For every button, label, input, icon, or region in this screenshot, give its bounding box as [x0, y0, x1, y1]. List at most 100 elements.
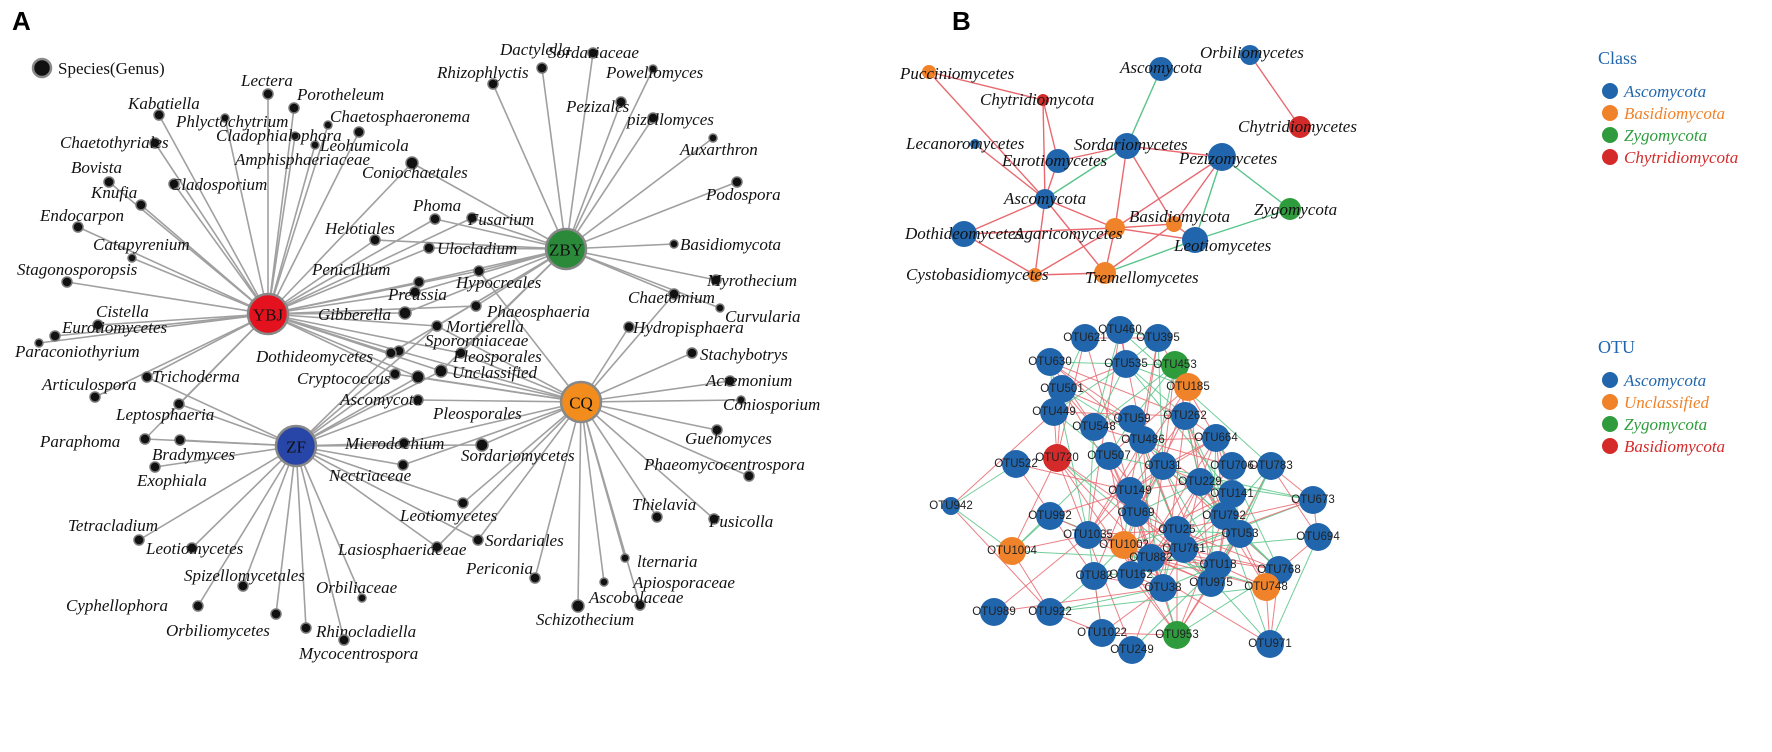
otu-node-otu882 — [1137, 544, 1165, 572]
species-node-podospora — [731, 176, 743, 188]
otu-edge-otu548-otu1035 — [1087, 426, 1095, 536]
edge-coniochaetales-zby — [411, 162, 567, 250]
class-node-sordariomycetes — [1114, 133, 1140, 159]
class-edge-lecanoromycetes-ascomycota2 — [974, 143, 1046, 200]
species-label-penicillium: Penicillium — [311, 260, 390, 279]
edge-cryptococcus-ybj — [267, 313, 396, 375]
species-label-acremonium: Acremonium — [705, 371, 792, 390]
species-node-schizothecium — [571, 599, 585, 613]
hub-label-zby: ZBY — [549, 241, 583, 260]
otu-label-otu82: OTU82 — [1075, 570, 1112, 582]
otu-label-otu522: OTU522 — [994, 458, 1037, 470]
otu-label-otu720: OTU720 — [1035, 452, 1078, 464]
legend-otu-marker-ascomycota — [1602, 372, 1618, 388]
species-label-paraconiothyrium: Paraconiothyrium — [14, 342, 140, 361]
species-label-porotheleum: Porotheleum — [296, 85, 384, 104]
otu-label-otu507: OTU507 — [1087, 450, 1130, 462]
otu-node-otu185 — [1174, 373, 1202, 401]
species-label-phlyctochytrium: Phlyctochytrium — [175, 112, 288, 131]
edge-kabatiella-ybj — [158, 114, 269, 315]
species-label-rhinocladiella: Rhinocladiella — [315, 622, 416, 641]
otu-node-otu953 — [1163, 621, 1191, 649]
edge-chaetothyriales-ybj — [154, 142, 269, 315]
class-node-tremellomycetes — [1094, 262, 1116, 284]
otu-edge-otu706-otu882 — [1150, 465, 1233, 559]
species-label-chaetosphaeronema: Chaetosphaeronema — [330, 107, 470, 126]
species-label-thielavia: Thielavia — [632, 495, 696, 514]
species-node-amphisphaeriaceae — [310, 140, 320, 150]
species-label-dactylella: Dactylella — [499, 40, 571, 59]
species-label-cistella: Cistella — [96, 302, 149, 321]
species-label-ascobolaceae: Ascobolaceae — [588, 588, 684, 607]
species-node-pezizales — [615, 96, 627, 108]
hub-node-cq — [559, 380, 603, 424]
otu-label-otu185: OTU185 — [1166, 381, 1209, 393]
species-label-ulocladium: Ulocladium — [437, 239, 517, 258]
species-node-catapyrenium — [127, 253, 137, 263]
species-node-mortierella — [431, 320, 443, 332]
edge-ascomycota-ybj — [267, 313, 419, 378]
otu-edge-otu449-otu942 — [950, 411, 1055, 507]
edge-orbiliomycetes-zf — [275, 445, 297, 615]
otu-label-otu706: OTU706 — [1210, 460, 1253, 472]
class-node-pezizomycetes — [1208, 143, 1236, 171]
edge-preussia-ybj — [267, 291, 416, 315]
species-node-cladophialophora — [290, 131, 300, 141]
edge-dothideomycetes-zf — [295, 352, 392, 447]
hub-label-zf: ZF — [286, 438, 306, 457]
edge-stagonosporopsis-ybj — [66, 281, 269, 315]
class-node-zygomycota — [1279, 198, 1301, 220]
otu-label-otu882: OTU882 — [1129, 552, 1172, 564]
species-label-mortierella: Mortierella — [445, 317, 524, 336]
species-node-auxarthron — [708, 133, 718, 143]
otu-label-otu262: OTU262 — [1163, 410, 1206, 422]
otu-node-otu694 — [1304, 523, 1332, 551]
species-node-microdochium — [398, 437, 410, 449]
otu-label-otu53: OTU53 — [1221, 528, 1258, 540]
otu-edge-otu1035-otu989 — [993, 534, 1089, 613]
edge-cyphellophora-zf — [197, 445, 297, 607]
species-label-sordariomycetes: Sordariomycetes — [461, 446, 575, 465]
otu-label-otu992: OTU992 — [1028, 510, 1071, 522]
edge-porotheleum-ybj — [267, 107, 295, 315]
edge-cladophialophora-ybj — [267, 135, 296, 315]
species-node-unclassified — [434, 364, 448, 378]
edge-apiosporaceae-cq — [580, 401, 605, 583]
species-label-unclassified: Unclassified — [452, 363, 537, 382]
species-node-leptosphaeria — [173, 398, 185, 410]
otu-node-otu535 — [1112, 350, 1140, 378]
species-node-stagonosporopsis — [61, 276, 73, 288]
otu-label-otu768: OTU768 — [1257, 564, 1300, 576]
otu-edge-otu395-otu486 — [1142, 337, 1159, 441]
class-edge-ascomycota2-agaricomycetes — [1044, 198, 1116, 229]
class-label-chytridiomycetes: Chytridiomycetes — [1238, 117, 1357, 136]
otu-node-otu706 — [1218, 452, 1246, 480]
class-edge-agaricomycetes-leotiomycetes — [1114, 227, 1196, 241]
otu-edge-otu783-otu694 — [1270, 465, 1319, 538]
species-label-sordariaceae: Sordariaceae — [548, 43, 639, 62]
otu-label-otu59: OTU59 — [1113, 413, 1150, 425]
edge-rhinocladiella-zf — [295, 445, 307, 629]
class-label-dothideomycetes: Dothideomycetes — [904, 224, 1022, 243]
edge-phoma-zby — [434, 218, 567, 250]
otu-label-otu453: OTU453 — [1153, 359, 1196, 371]
species-label-rhizophlyctis: Rhizophlyctis — [436, 63, 529, 82]
edge-knufia-ybj — [140, 204, 269, 315]
species-label-trichoderma: Trichoderma — [152, 367, 240, 386]
species-label-eurotiomycetes: Eurotiomycetes — [61, 318, 167, 337]
hub-label-ybj: YBJ — [253, 306, 284, 325]
otu-edge-otu535-otu449 — [1053, 363, 1127, 413]
species-node-leotiomycetes — [457, 497, 469, 509]
species-label-dothideomycetes: Dothideomycetes — [255, 347, 373, 366]
edge-mortierella-cq — [436, 325, 582, 403]
class-node-eurotiomycetes — [1046, 149, 1070, 173]
species-label-hypocreales: Hypocreales — [455, 273, 542, 292]
class-label-ascomycota: Ascomycota — [1119, 58, 1202, 77]
otu-edge-otu1035-otu25 — [1087, 529, 1178, 536]
otu-edge-otu460-otu548 — [1093, 329, 1121, 428]
otu-node-otu971 — [1256, 630, 1284, 658]
edge-leotiomycetes-zf — [191, 445, 297, 549]
class-node-leotiomycetes — [1182, 227, 1208, 253]
otu-node-otu460 — [1106, 316, 1134, 344]
